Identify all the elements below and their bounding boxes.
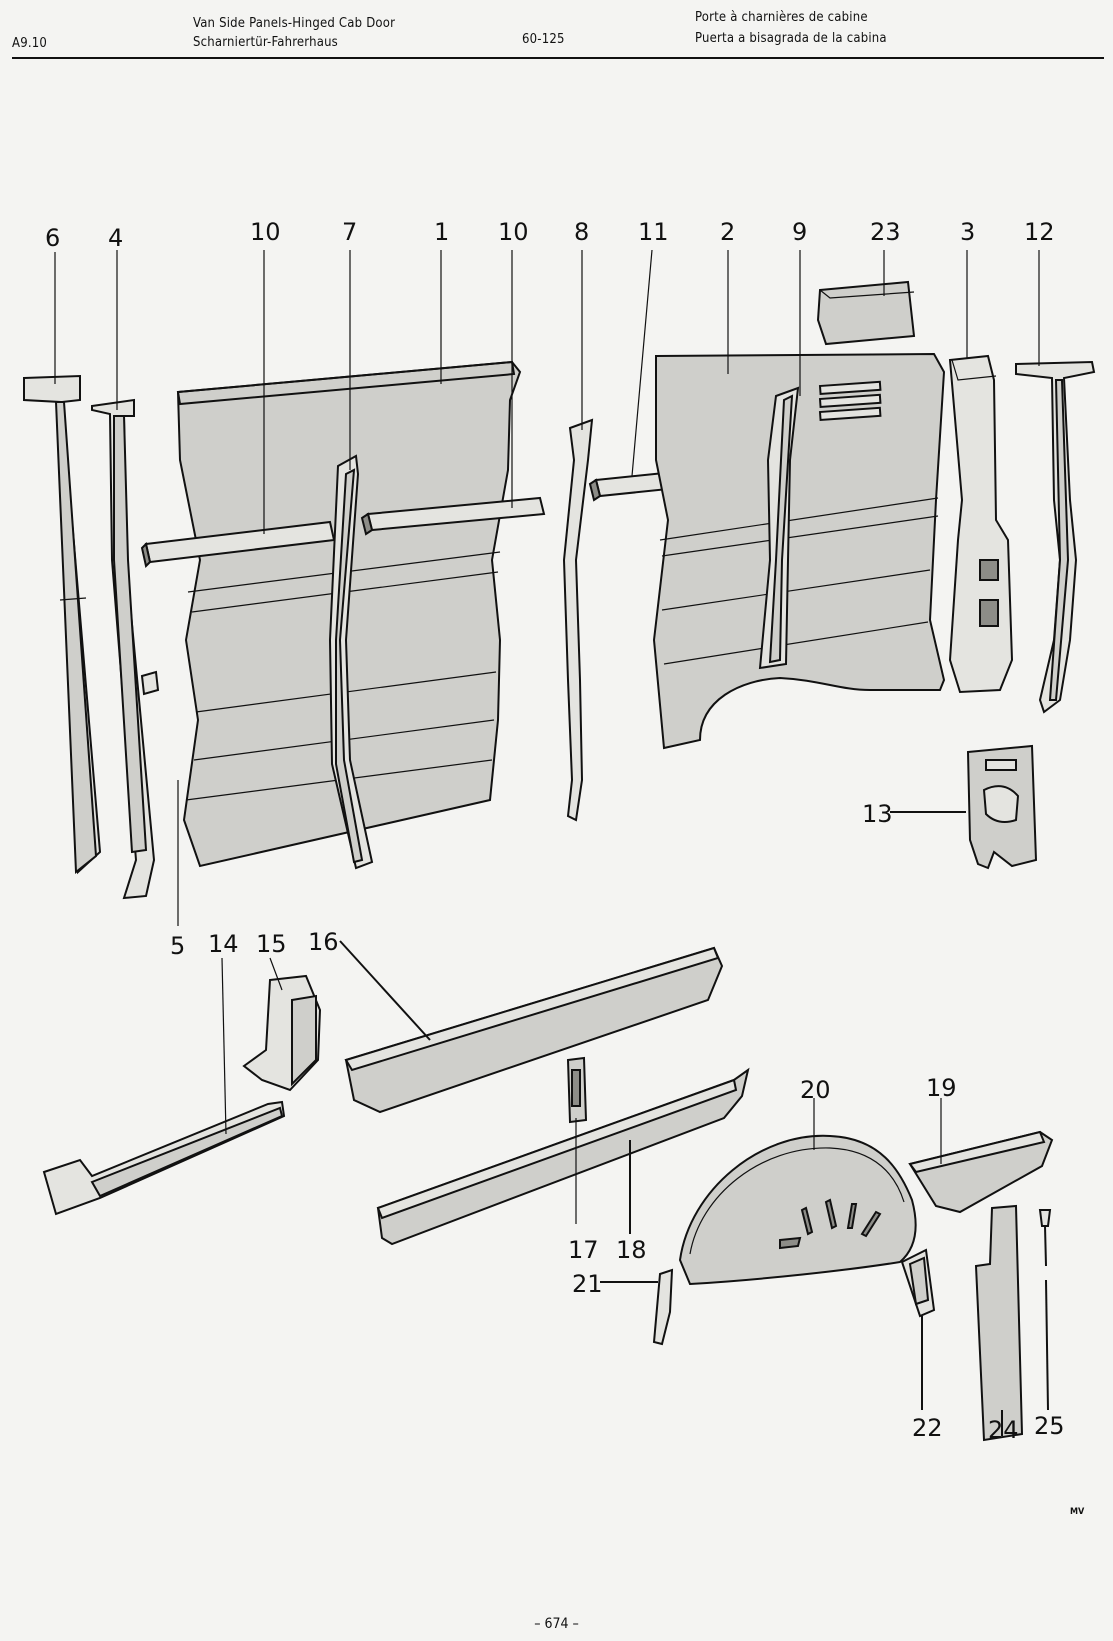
page-number: – 674 – bbox=[534, 1616, 579, 1632]
callout-10-left: 10 bbox=[250, 218, 281, 246]
callout-25: 25 bbox=[1034, 1412, 1065, 1440]
callout-17: 17 bbox=[568, 1236, 599, 1264]
part-23-insulation-pad bbox=[816, 280, 916, 346]
artist-mark: MV bbox=[1070, 1507, 1085, 1517]
part-9-pillar bbox=[758, 386, 800, 670]
title-english: Van Side Panels-Hinged Cab Door bbox=[193, 16, 396, 31]
part-14-sill-trim bbox=[42, 1100, 286, 1216]
callout-15: 15 bbox=[256, 930, 287, 958]
part-10-rail-right bbox=[360, 496, 546, 536]
part-12-strut bbox=[1015, 360, 1096, 714]
part-5-bracket bbox=[140, 670, 160, 696]
part-19-tapered-trim bbox=[908, 1130, 1054, 1214]
callout-14: 14 bbox=[208, 930, 239, 958]
part-16-long-sill bbox=[339, 940, 724, 1114]
part-6-pillar-trim bbox=[23, 374, 102, 875]
part-13-bracket-panel bbox=[890, 744, 1038, 870]
part-22-bracket bbox=[900, 1248, 936, 1410]
part-17-plate bbox=[566, 1056, 588, 1124]
callout-22: 22 bbox=[912, 1414, 943, 1442]
callout-16: 16 bbox=[308, 928, 339, 956]
callout-4: 4 bbox=[108, 224, 123, 252]
part-15-corner-bracket bbox=[242, 974, 322, 1092]
callout-9: 9 bbox=[792, 218, 807, 246]
title-spanish: Puerta a bisagrada de la cabina bbox=[695, 31, 887, 46]
callout-10-right: 10 bbox=[498, 218, 529, 246]
callout-20: 20 bbox=[800, 1076, 831, 1104]
part-25-fastener bbox=[1038, 1209, 1052, 1411]
part-18-lower-sill bbox=[376, 1067, 750, 1246]
callout-6: 6 bbox=[45, 224, 60, 252]
callout-23: 23 bbox=[870, 218, 901, 246]
part-4-pillar bbox=[91, 398, 156, 900]
header-rule bbox=[12, 57, 1104, 59]
callout-12: 12 bbox=[1024, 218, 1055, 246]
part-7-stiffener bbox=[328, 454, 374, 870]
callout-1: 1 bbox=[434, 218, 449, 246]
callout-5: 5 bbox=[170, 932, 185, 960]
callout-11: 11 bbox=[638, 218, 669, 246]
part-20-wheel-arch bbox=[678, 1134, 917, 1286]
callout-21: 21 bbox=[572, 1270, 603, 1298]
callout-3: 3 bbox=[960, 218, 975, 246]
title-german: Scharniertür-Fahrerhaus bbox=[193, 35, 338, 50]
title-french: Porte à charnières de cabine bbox=[695, 10, 868, 25]
callout-24: 24 bbox=[988, 1416, 1019, 1444]
callout-numbers: 6 4 10 7 1 10 8 11 2 9 23 3 12 13 5 14 1… bbox=[45, 218, 1065, 1444]
callout-7: 7 bbox=[342, 218, 357, 246]
part-3-rear-pillar bbox=[948, 354, 1014, 694]
part-21-wedge bbox=[600, 1268, 674, 1346]
callout-2: 2 bbox=[720, 218, 735, 246]
callout-13: 13 bbox=[862, 800, 893, 828]
callout-8: 8 bbox=[574, 218, 589, 246]
callout-19: 19 bbox=[926, 1074, 957, 1102]
part-2-rear-side-panel bbox=[652, 352, 946, 750]
part-8-curved-stiffener bbox=[562, 418, 594, 822]
reference-number: 60-125 bbox=[522, 32, 565, 47]
section-number: A9.10 bbox=[12, 36, 48, 51]
callout-18: 18 bbox=[616, 1236, 647, 1264]
leader-lines bbox=[54, 249, 1040, 1224]
part-24-insulation-strip bbox=[974, 1204, 1024, 1442]
